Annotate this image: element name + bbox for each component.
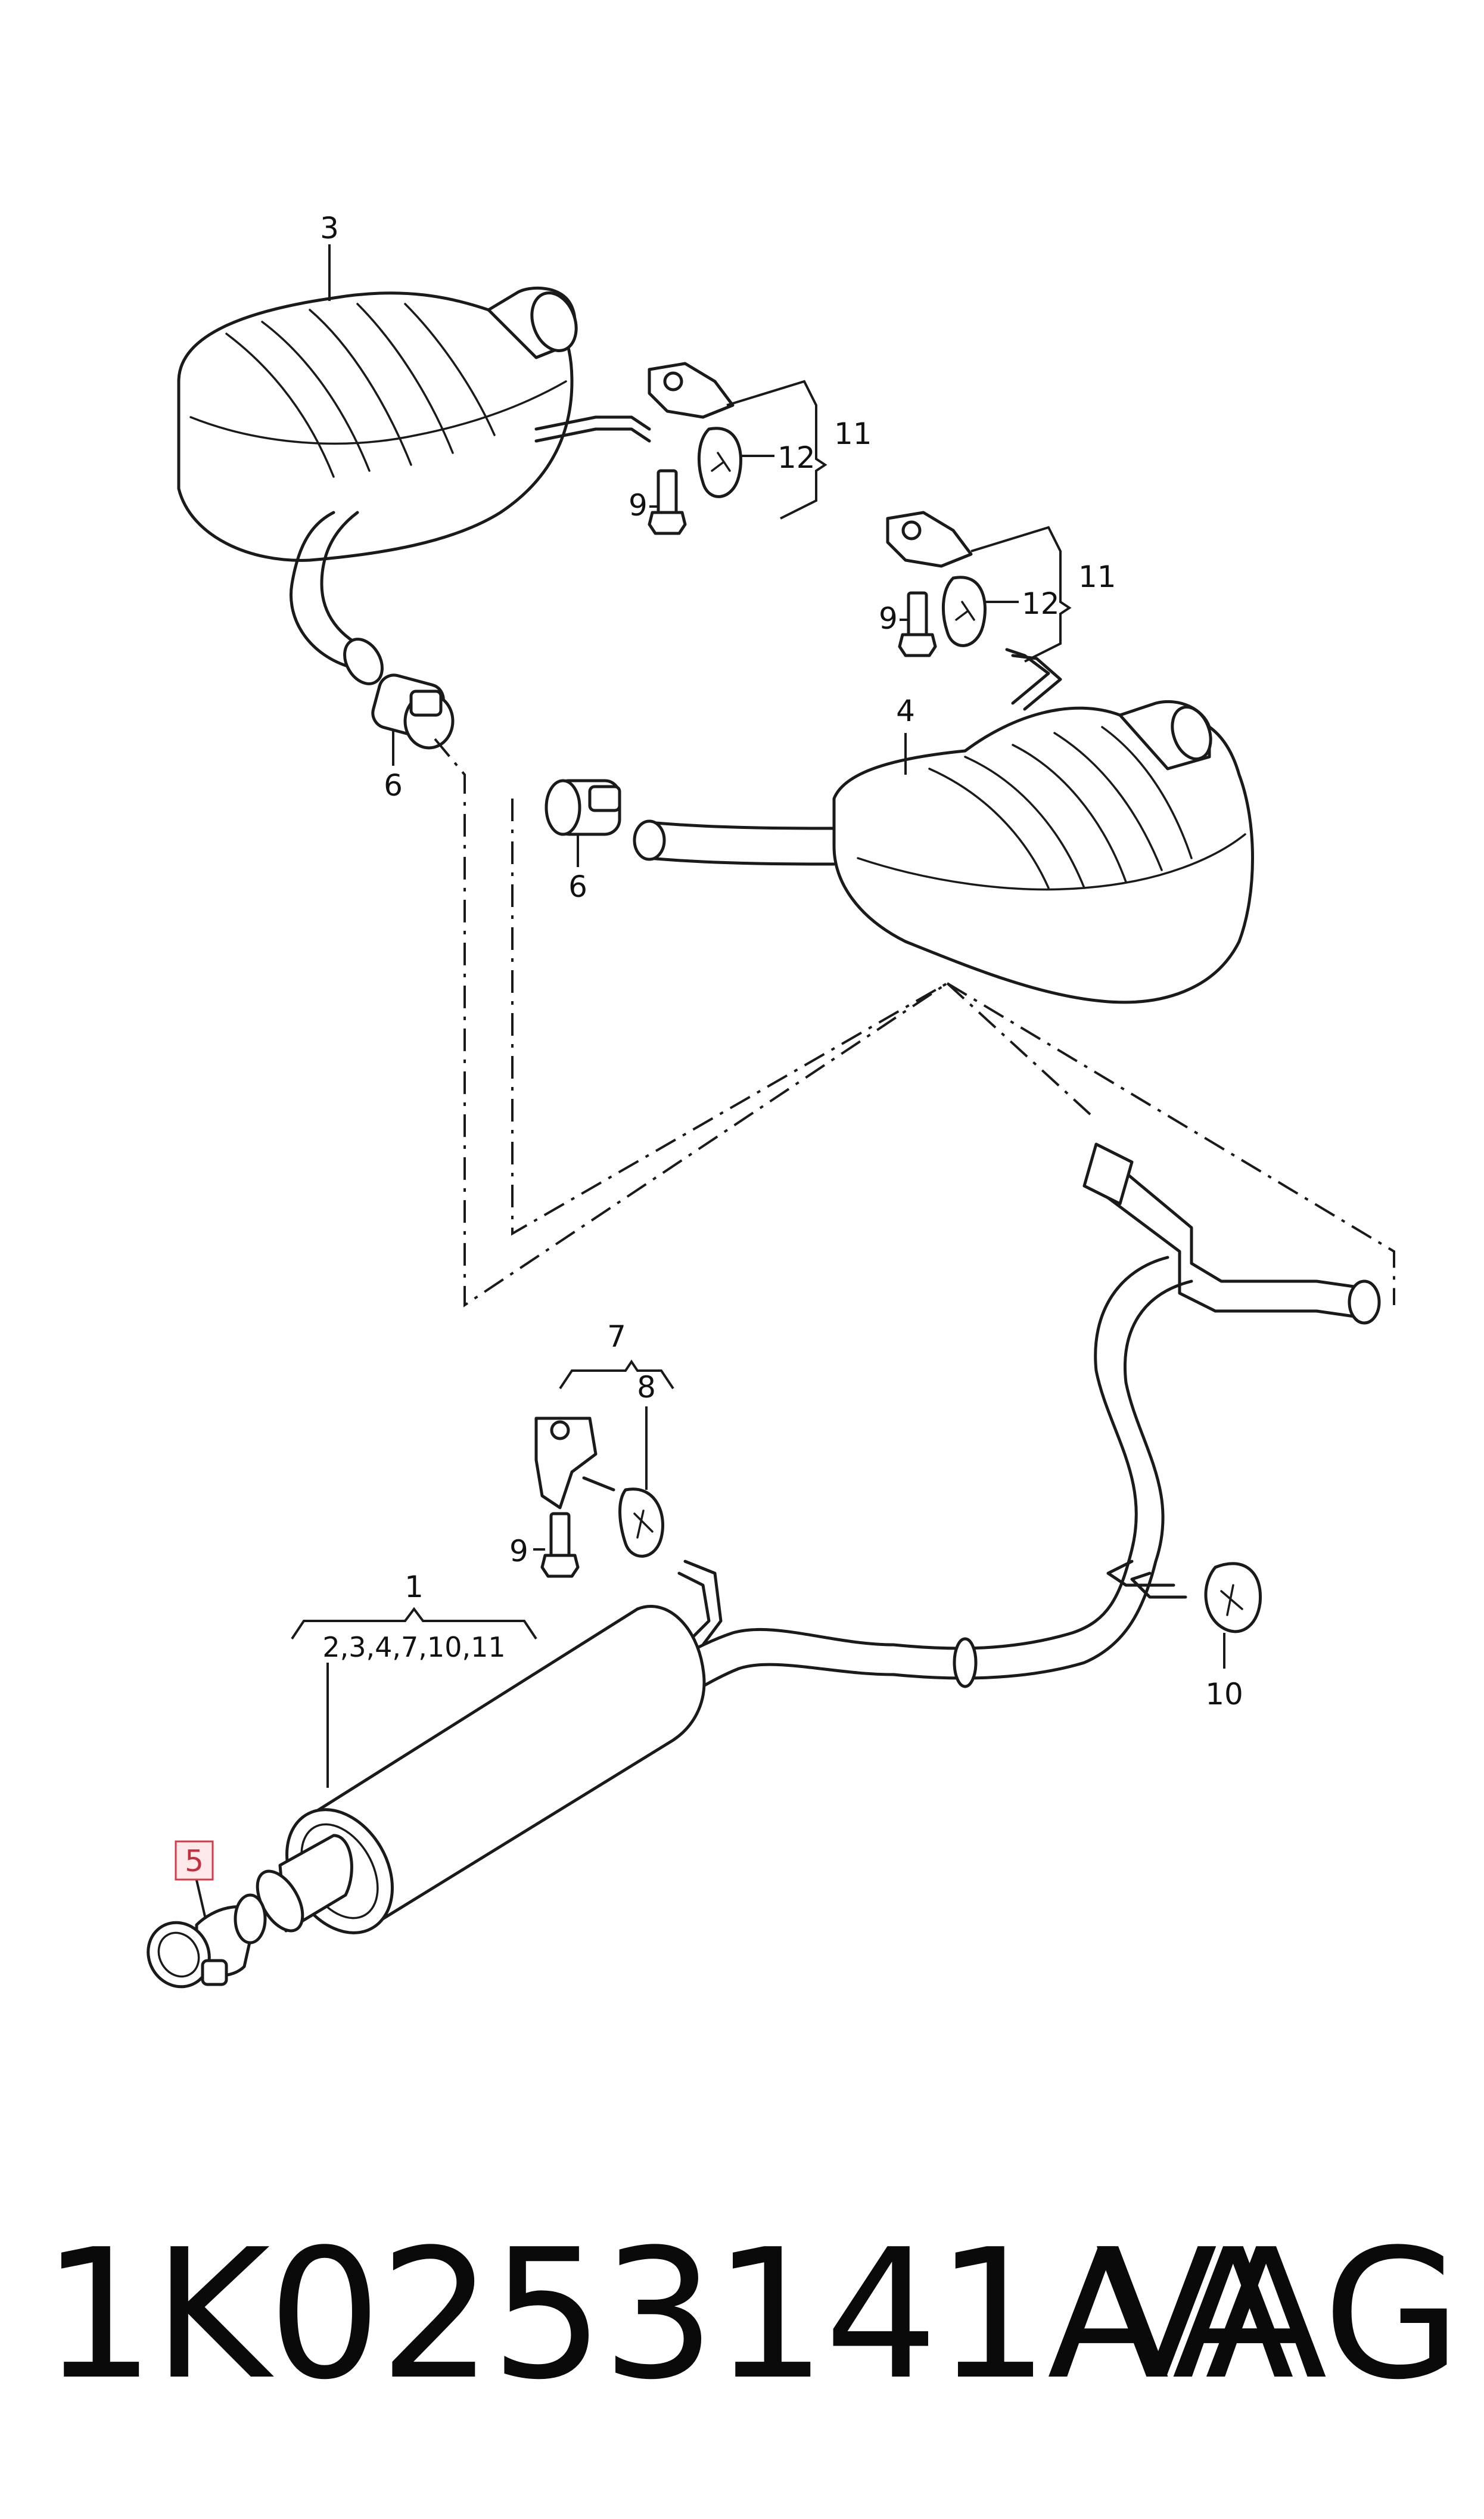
clamp-6-right	[545, 779, 621, 836]
rear-silencer-right	[633, 648, 1254, 1004]
callout-5-highlight	[175, 1840, 214, 1881]
hanger-bracket-upper	[648, 362, 742, 535]
hanger-bracket-middle	[886, 511, 987, 657]
callout-12-middle: 12	[1022, 586, 1060, 621]
callout-7: 7	[607, 1319, 626, 1354]
callout-12-upper: 12	[777, 440, 816, 475]
bracket-7-assembly	[534, 1417, 723, 1647]
callout-1-subparts: 2,3,4,7,10,11	[322, 1631, 505, 1663]
middle-silencer	[256, 1605, 706, 1934]
assembly-dashed-lines	[434, 738, 1395, 1307]
part-number: 1K0253141AA	[42, 2211, 1294, 2419]
callout-6-left: 6	[384, 768, 403, 803]
leader-lines	[195, 244, 1225, 1919]
callout-8: 8	[637, 1370, 656, 1405]
clamp-5	[147, 1893, 267, 1989]
callout-5: 5	[185, 1844, 204, 1878]
callout-9-lower: 9	[509, 1534, 528, 1568]
callout-labels: 3 11 12 9 11 12 9 4 6 6 7 8 9 1 2,3,4,7,…	[175, 211, 1243, 1881]
callout-1: 1	[405, 1570, 424, 1604]
callout-4: 4	[896, 694, 915, 728]
callout-11-upper: 11	[834, 417, 872, 451]
rear-silencer-left	[177, 286, 651, 685]
clamp-6-left	[371, 673, 455, 750]
footer: 1K0253141AA VAG	[0, 2217, 1484, 2414]
callout-10: 10	[1205, 1677, 1243, 1712]
callout-6-right: 6	[568, 869, 587, 904]
brand-name: VAG	[1095, 2211, 1461, 2419]
rubber-mount-10	[1204, 1562, 1262, 1633]
y-pipe	[654, 1142, 1381, 1706]
callout-3: 3	[320, 211, 339, 246]
callout-9-middle: 9	[879, 601, 898, 636]
callout-11-middle: 11	[1078, 560, 1116, 594]
callout-9-upper: 9	[629, 488, 648, 523]
